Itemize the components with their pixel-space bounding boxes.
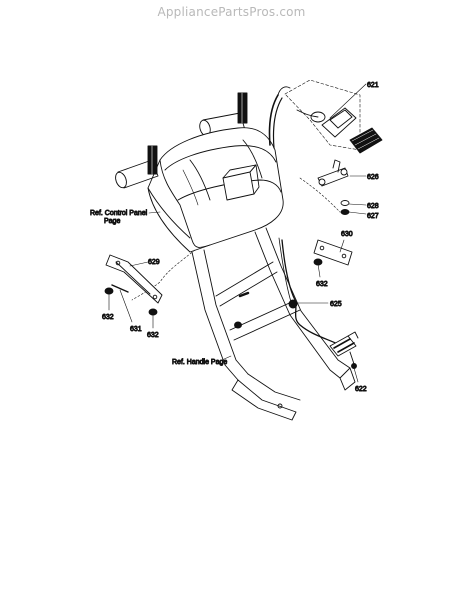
wiring-harness-625 <box>238 237 341 346</box>
bracket-630 <box>313 239 353 266</box>
watermark: AppliancePartsPros.com <box>157 5 306 19</box>
label-627: 627 <box>367 213 379 220</box>
handle-frame <box>191 227 356 421</box>
label-622: 622 <box>355 386 367 393</box>
left-control-lever <box>147 145 158 175</box>
dashboard-housing <box>147 127 284 253</box>
nut-632-left <box>104 287 114 295</box>
label-621: 621 <box>367 82 379 89</box>
headlight-assembly <box>284 79 383 154</box>
plate-631 <box>111 284 129 293</box>
label-625: 625 <box>330 301 342 308</box>
right-control-lever <box>237 92 248 124</box>
dashed-leader-left <box>131 249 196 301</box>
fasteners-628-627 <box>340 200 350 215</box>
ref-handle-page: Ref. Handle Page <box>172 359 227 366</box>
control-cable <box>268 86 291 149</box>
leader-lines <box>108 83 367 383</box>
bracket-626 <box>317 159 349 187</box>
label-631: 631 <box>130 326 142 333</box>
label-628: 628 <box>367 203 379 210</box>
bolt-handle-left <box>234 321 242 329</box>
ref-control-panel-line2: Page <box>104 218 120 225</box>
ref-control-panel-line1: Ref. Control Panel <box>90 210 148 217</box>
label-626: 626 <box>367 174 379 181</box>
label-630: 630 <box>341 231 353 238</box>
label-632-left: 632 <box>102 314 114 321</box>
nut-632-bottom <box>148 308 158 316</box>
dashed-leader-right <box>299 177 341 213</box>
switch-622 <box>329 331 359 369</box>
label-632-right: 632 <box>316 281 328 288</box>
label-629: 629 <box>148 259 160 266</box>
label-632-bottom: 632 <box>147 332 159 339</box>
bracket-629 <box>105 254 163 304</box>
